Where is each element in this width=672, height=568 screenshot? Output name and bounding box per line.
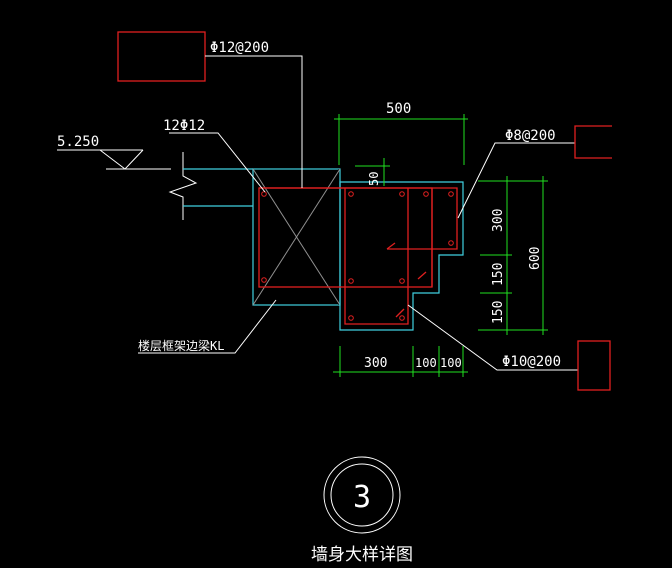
elevation-marker: 5.250 (57, 134, 171, 170)
right-stirrup-callout: Φ8@200 (457, 125, 612, 219)
dim-bottom-300: 300 (364, 356, 387, 371)
right-stirrup-label: Φ8@200 (505, 128, 556, 144)
top-bar-label: Φ12@200 (210, 40, 269, 56)
detail-marker: 3 墙身大样详图 (311, 456, 413, 565)
rebar-cage (258, 187, 458, 325)
break-line-symbol (168, 152, 198, 220)
slab-outline (183, 168, 253, 207)
dim-150-upper: 150 (491, 263, 506, 286)
dimension-right: 300 150 150 600 (478, 176, 548, 335)
callout-box (117, 31, 206, 82)
dimension-top: 500 50 (334, 101, 468, 186)
dim-600: 600 (528, 247, 543, 270)
longitudinal-label: 12Φ12 (163, 118, 205, 134)
top-bar-callout: Φ12@200 (117, 31, 303, 188)
drawing-title: 墙身大样详图 (311, 545, 413, 565)
bottom-stirrup-callout: Φ10@200 (407, 304, 611, 391)
elevation-text: 5.250 (57, 134, 99, 150)
dim-500: 500 (386, 101, 411, 117)
wall-concrete-outline (339, 181, 464, 331)
dim-bottom-100b: 100 (440, 356, 462, 370)
beam-callout: 楼层框架边梁KL (138, 299, 277, 354)
dim-50: 50 (367, 172, 381, 186)
dim-150-lower: 150 (491, 301, 506, 324)
dimension-bottom: 300 100 100 (333, 346, 468, 377)
dim-bottom-100a: 100 (415, 356, 437, 370)
longitudinal-callout: 12Φ12 (163, 118, 266, 193)
detail-number: 3 (353, 480, 371, 515)
beam-label: 楼层框架边梁KL (138, 338, 224, 353)
beam-concrete-outline (252, 168, 342, 306)
bottom-stirrup-label: Φ10@200 (502, 354, 561, 370)
dim-300: 300 (491, 209, 506, 232)
